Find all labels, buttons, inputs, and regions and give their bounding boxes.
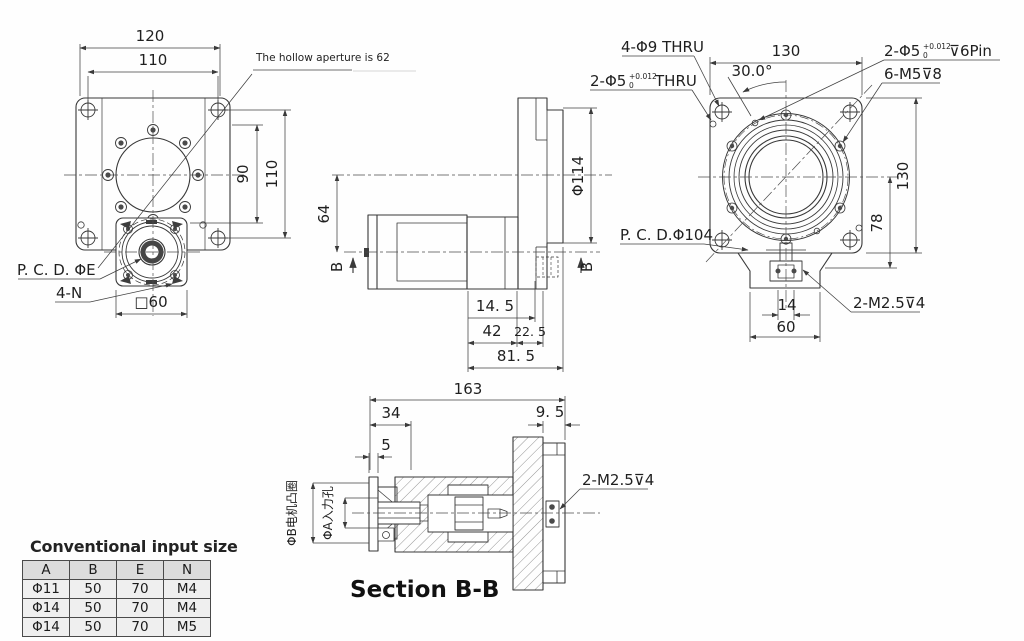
section-view [368, 436, 566, 591]
cell-b1: 50 [69, 579, 117, 599]
cell-a3: Φ14 [22, 617, 70, 637]
hollow-aperture-note: The hollow aperture is 62 [255, 52, 390, 64]
table-row: Φ14 50 70 M5 [22, 617, 211, 637]
spec-table-title: Conventional input size [30, 536, 238, 556]
section-motor-plate [368, 476, 379, 552]
section-flange [512, 436, 544, 591]
dim-110-top-label: 110 [139, 51, 168, 69]
back-pin-hole-top [751, 119, 759, 127]
cell-b3: 50 [69, 617, 117, 637]
section-marker-right: B [578, 262, 596, 272]
col-header-b: B [69, 560, 117, 580]
pcd-e-label: P. C. D. ΦE [17, 261, 96, 279]
cell-b2: 50 [69, 598, 117, 618]
dim-81-5-label: 81. 5 [497, 347, 535, 365]
dim-130-top-label: 130 [772, 42, 801, 60]
side-gearbox [466, 216, 519, 290]
cell-e3: 70 [116, 617, 164, 637]
table-row: Φ14 50 70 M4 [22, 598, 211, 618]
dim-78-label: 78 [868, 213, 886, 232]
spec-table-block: Conventional input size A B E N Φ11 50 7… [22, 536, 238, 637]
dim-phi114-label: Φ114 [569, 156, 587, 196]
back-corner-screws [712, 102, 860, 250]
dim-130-side-label: 130 [894, 162, 912, 191]
spec-table: A B E N Φ11 50 70 M4 Φ14 50 70 M4 Φ14 50 [22, 560, 211, 637]
dim-42-label: 42 [482, 322, 501, 340]
cell-e1: 70 [116, 579, 164, 599]
dim-163-label: 163 [454, 380, 483, 398]
dim-22-5-label: 22. 5 [514, 324, 546, 339]
4n-label: 4-N [56, 284, 82, 302]
dim-90-label: 90 [234, 164, 252, 183]
label-pin-suffix: ⊽6Pin [949, 42, 992, 60]
table-row: Φ11 50 70 M4 [22, 579, 211, 599]
front-view [64, 73, 253, 316]
dim-34-label: 34 [381, 404, 400, 422]
cell-e2: 70 [116, 598, 164, 618]
motor-boss-label: ΦB电机凸圈 [285, 480, 299, 546]
section-caption: Section B-B [350, 577, 499, 603]
label-pin-prefix: 2-Φ5 [884, 42, 920, 60]
label-2-m25-back: 2-M2.5⊽4 [853, 294, 925, 312]
col-header-a: A [22, 560, 70, 580]
table-header-row: A B E N [22, 560, 211, 580]
dim-9-5-label: 9. 5 [536, 403, 565, 421]
pin-tolerance-sub: 0 [923, 51, 928, 60]
dim-120-label: 120 [136, 27, 165, 45]
section-view-dims [310, 396, 648, 544]
back-view-centerlines [698, 80, 900, 308]
cell-n3: M5 [163, 617, 211, 637]
angle-30-label: 30.0° [732, 62, 773, 80]
side-view [364, 97, 564, 290]
side-plate-outline [517, 97, 564, 290]
cell-n1: M4 [163, 579, 211, 599]
section-marker-left: B [328, 262, 346, 272]
back-pin-hole-bottom [813, 227, 821, 235]
dim-14-label: 14 [777, 296, 796, 314]
label-pcd-104: P. C. D.Φ104 [620, 226, 713, 244]
cell-a2: Φ14 [22, 598, 70, 618]
pin-tolerance-sup: +0.012 [923, 42, 951, 51]
tolerance-sup: +0.012 [629, 72, 657, 81]
label-2-phi5-suffix: THRU [654, 72, 697, 90]
label-2-phi5-prefix: 2-Φ5 [590, 72, 626, 90]
label-6-m5: 6-M5⊽8 [884, 65, 942, 83]
front-view-dims [18, 44, 416, 318]
col-header-n: N [163, 560, 211, 580]
dim-64-label: 64 [315, 204, 333, 223]
front-centerlines [64, 90, 244, 316]
dim-110-side-label: 110 [263, 160, 281, 189]
col-header-e: E [116, 560, 164, 580]
side-view-centerlines [332, 174, 612, 253]
dim-60-label: 60 [776, 318, 795, 336]
cell-a1: Φ11 [22, 579, 70, 599]
input-hole-label: ΦA入力孔 [321, 486, 335, 540]
dim-square60-label: □60 [134, 293, 167, 311]
spec-table-title-row: Conventional input size [22, 536, 238, 556]
label-4-phi9-thru: 4-Φ9 THRU [621, 38, 704, 56]
label-2-m25-section: 2-M2.5⊽4 [582, 471, 654, 489]
back-bottom-tab [737, 252, 833, 289]
cell-n2: M4 [163, 598, 211, 618]
side-view-dims [334, 107, 597, 372]
back-view-dims [590, 55, 1000, 342]
dim-5-label: 5 [381, 436, 391, 454]
dim-14-5-label: 14. 5 [476, 297, 514, 315]
tolerance-sub: 0 [629, 81, 634, 90]
